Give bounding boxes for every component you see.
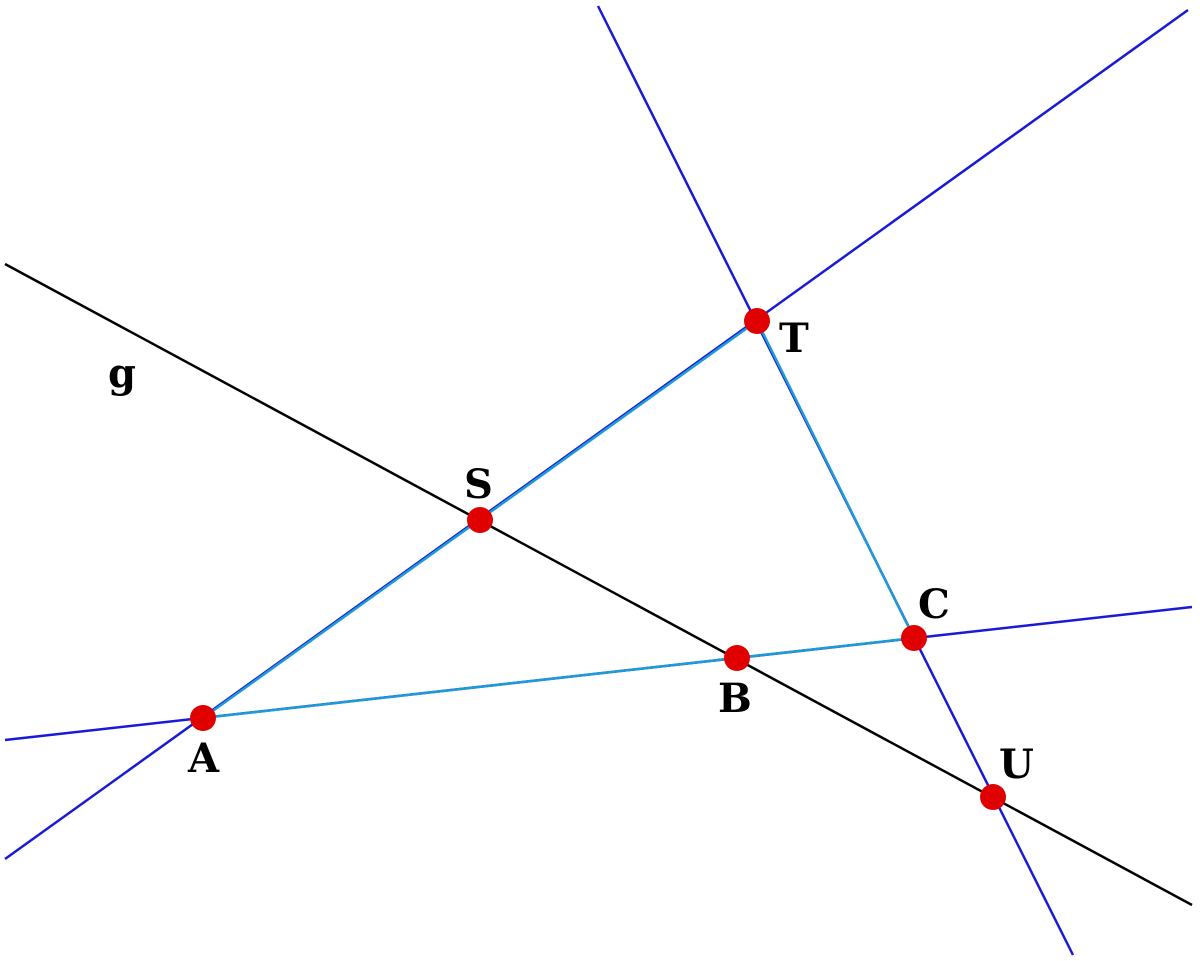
label-c: C — [918, 581, 950, 628]
line-g — [4, 262, 1193, 907]
point-u[interactable] — [980, 784, 1006, 810]
label-s: S — [464, 461, 493, 508]
label-g: g — [108, 350, 136, 397]
point-a[interactable] — [190, 705, 216, 731]
label-t: T — [779, 315, 809, 362]
point-s[interactable] — [467, 507, 493, 533]
label-u: U — [999, 741, 1034, 788]
label-b: B — [718, 675, 752, 722]
segment-ac — [202, 636, 915, 720]
point-b[interactable] — [724, 645, 750, 671]
segment-tc — [755, 320, 916, 639]
point-c[interactable] — [901, 625, 927, 651]
point-t[interactable] — [744, 308, 770, 334]
label-a: A — [187, 735, 220, 782]
